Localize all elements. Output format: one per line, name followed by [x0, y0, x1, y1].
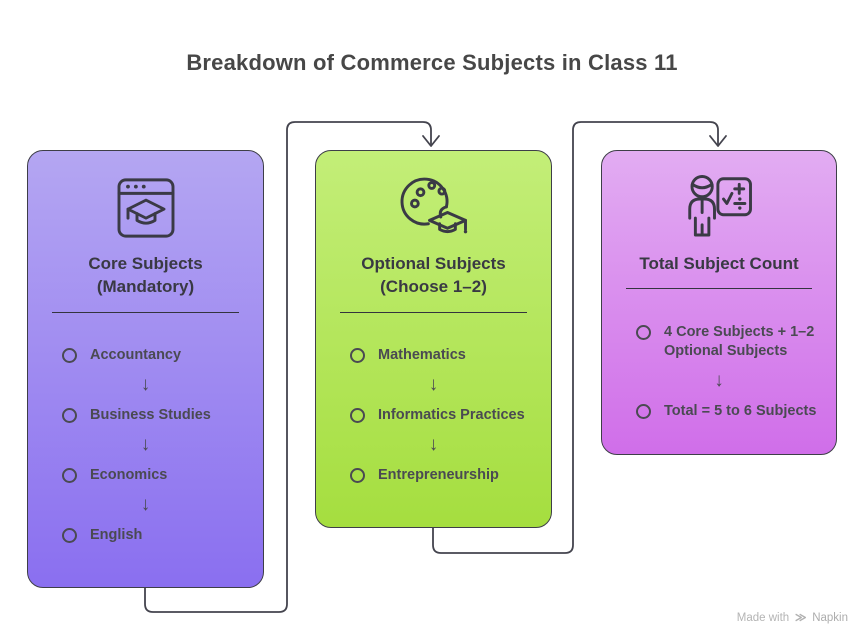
person-math-board-icon [680, 169, 758, 247]
circle-bullet-icon [62, 528, 77, 544]
circle-bullet-icon [62, 468, 77, 484]
divider [52, 311, 239, 313]
circle-bullet-icon [636, 325, 651, 341]
item-list: 4 Core Subjects + 1–2 Optional Subjects … [602, 323, 836, 419]
card-title: Total Subject Count [639, 254, 799, 273]
napkin-logo-icon [795, 613, 807, 622]
down-arrow-icon: ↓ [714, 369, 724, 391]
card-core-subjects: Core Subjects (Mandatory) Accountancy ↓ … [27, 150, 264, 588]
down-arrow-icon: ↓ [428, 374, 439, 396]
circle-bullet-icon [350, 468, 365, 484]
divider [340, 311, 527, 313]
card-total-subject-count: Total Subject Count 4 Core Subjects + 1–… [601, 150, 837, 455]
list-item: Total = 5 to 6 Subjects [602, 402, 836, 420]
item-list: Mathematics ↓ Informatics Practices ↓ En… [316, 346, 551, 484]
circle-bullet-icon [350, 408, 365, 424]
down-arrow-icon: ↓ [140, 434, 151, 456]
list-item: Business Studies [28, 406, 263, 424]
down-arrow-icon: ↓ [140, 374, 151, 396]
list-item: Accountancy [28, 346, 263, 364]
circle-bullet-icon [62, 408, 77, 424]
card-title: Core Subjects (Mandatory) [88, 254, 203, 297]
down-arrow-icon: ↓ [140, 494, 151, 516]
circle-bullet-icon [62, 347, 77, 363]
browser-graduation-cap-icon [107, 169, 185, 247]
list-item: Entrepreneurship [316, 466, 551, 484]
arrowhead-icon [422, 135, 440, 147]
circle-bullet-icon [350, 347, 365, 363]
napkin-brand-label: Napkin [812, 611, 848, 624]
item-list: Accountancy ↓ Business Studies ↓ Economi… [28, 346, 263, 545]
page-title: Breakdown of Commerce Subjects in Class … [186, 50, 678, 75]
down-arrow-icon: ↓ [428, 434, 439, 456]
card-title: Optional Subjects (Choose 1–2) [361, 254, 506, 297]
card-optional-subjects: Optional Subjects (Choose 1–2) Mathemati… [315, 150, 552, 528]
list-item: Informatics Practices [316, 406, 551, 424]
list-item: Economics [28, 466, 263, 484]
list-item: Mathematics [316, 346, 551, 364]
made-with-napkin-credit: Made with Napkin [737, 611, 848, 624]
circle-bullet-icon [636, 403, 651, 419]
list-item: English [28, 526, 263, 544]
list-item: 4 Core Subjects + 1–2 Optional Subjects [602, 323, 836, 359]
palette-graduation-cap-icon [395, 169, 473, 247]
arrowhead-icon [709, 135, 727, 147]
divider [626, 288, 812, 290]
made-with-label: Made with [736, 611, 790, 624]
